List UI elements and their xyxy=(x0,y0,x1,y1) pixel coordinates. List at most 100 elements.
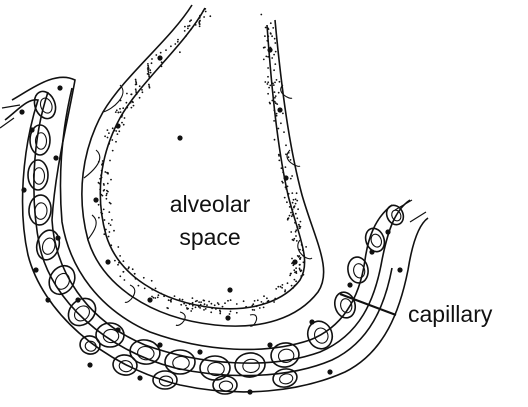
red-blood-cell xyxy=(63,293,101,331)
stipple-dot xyxy=(303,255,305,257)
stipple-dot xyxy=(296,272,298,274)
stipple-dot xyxy=(252,309,254,311)
stipple-dot xyxy=(143,277,145,279)
stipple-dot xyxy=(284,197,286,199)
stipple-dot xyxy=(127,268,129,270)
stipple-dot xyxy=(256,305,258,307)
stipple-dot xyxy=(195,301,197,303)
stipple-dot xyxy=(199,17,201,19)
red-blood-cell xyxy=(272,367,299,389)
stipple-dot xyxy=(273,84,275,86)
stipple-dot xyxy=(289,215,291,217)
stipple-dot xyxy=(107,183,109,185)
stipple-dot xyxy=(272,83,274,85)
stipple-dot xyxy=(267,35,269,37)
stipple-dot xyxy=(199,21,201,23)
cell-nucleus xyxy=(157,342,162,347)
stipple-dot xyxy=(155,54,157,56)
cell-nucleus xyxy=(309,319,314,324)
cell-nucleus xyxy=(227,287,232,292)
stipple-dot xyxy=(136,93,138,95)
stipple-dot xyxy=(190,19,192,21)
cell-nucleus xyxy=(55,235,60,240)
stipple-dot xyxy=(105,229,107,231)
stipple-dot xyxy=(270,22,272,24)
cell-nucleus xyxy=(283,175,288,180)
stipple-dot xyxy=(131,107,133,109)
cell-nucleus xyxy=(225,315,230,320)
stipple-dot xyxy=(108,236,110,238)
stipple-dot xyxy=(296,200,298,202)
stipple-dot xyxy=(295,235,297,237)
stipple-dot xyxy=(300,221,302,223)
stipple-dot xyxy=(273,120,275,122)
stipple-dot xyxy=(114,130,116,132)
stipple-dot xyxy=(299,225,301,227)
red-blood-cell-center xyxy=(279,373,294,385)
stipple-dot xyxy=(283,131,285,133)
stipple-dot xyxy=(257,299,259,301)
stipple-dot xyxy=(281,287,283,289)
stipple-dot xyxy=(259,307,261,309)
stipple-dot xyxy=(205,308,207,310)
stipple-dot xyxy=(186,307,188,309)
cell-nucleus xyxy=(57,85,62,90)
cell-nucleus xyxy=(93,197,98,202)
red-blood-cell-center xyxy=(53,271,73,292)
stipple-dot xyxy=(205,11,207,13)
stipple-dot xyxy=(120,100,122,102)
stipple-dot xyxy=(273,109,275,111)
red-blood-cell xyxy=(165,350,195,374)
cell-nucleus xyxy=(277,107,282,112)
stipple-dot xyxy=(190,310,192,312)
stipple-dot xyxy=(135,92,137,94)
stipple-dot xyxy=(148,84,150,86)
stipple-dot xyxy=(147,63,149,65)
stipple-dot xyxy=(290,231,292,233)
stipple-dot xyxy=(280,122,282,124)
red-blood-cell xyxy=(269,341,301,369)
stipple-dot xyxy=(121,116,123,118)
stipple-dot xyxy=(192,308,194,310)
red-blood-cell xyxy=(44,261,80,299)
stipple-dot xyxy=(300,270,302,272)
stipple-dot xyxy=(147,70,149,72)
stipple-dot xyxy=(282,284,284,286)
stipple-dot xyxy=(285,186,287,188)
stipple-dot xyxy=(271,35,273,37)
stipple-dot xyxy=(148,68,150,70)
stipple-dot xyxy=(271,100,273,102)
stipple-dot xyxy=(206,304,208,306)
stipple-dot xyxy=(110,224,112,226)
stipple-dot xyxy=(126,269,128,271)
cell-nucleus xyxy=(21,187,26,192)
cell-nucleus xyxy=(347,282,352,287)
stipple-dot xyxy=(134,273,136,275)
stipple-dot xyxy=(287,282,289,284)
stipple-dot xyxy=(132,268,134,270)
cell-nucleus xyxy=(33,267,38,272)
stipple-dot xyxy=(267,83,269,85)
stipple-dot xyxy=(266,297,268,299)
stipple-dot xyxy=(281,181,283,183)
stipple-dot xyxy=(126,93,128,95)
stipple-dot xyxy=(291,285,293,287)
cell-nucleus xyxy=(369,249,374,254)
stipple-dot xyxy=(101,177,103,179)
stipple-dot xyxy=(100,174,102,176)
stipple-dot xyxy=(264,81,266,83)
alveolar-wall-outer xyxy=(82,5,324,326)
stipple-dot xyxy=(141,89,143,91)
red-blood-cell-center xyxy=(173,356,190,369)
stipple-dot xyxy=(271,57,273,59)
stipple-dot xyxy=(115,130,117,132)
stipple-dot xyxy=(199,23,201,25)
stipple-dot xyxy=(99,183,101,185)
stipple-dot xyxy=(297,255,299,257)
stipple-dot xyxy=(121,122,123,124)
stipple-dot xyxy=(142,91,144,93)
stipple-dot xyxy=(293,199,295,201)
stipple-dot xyxy=(177,41,179,43)
stipple-dot xyxy=(272,27,274,29)
